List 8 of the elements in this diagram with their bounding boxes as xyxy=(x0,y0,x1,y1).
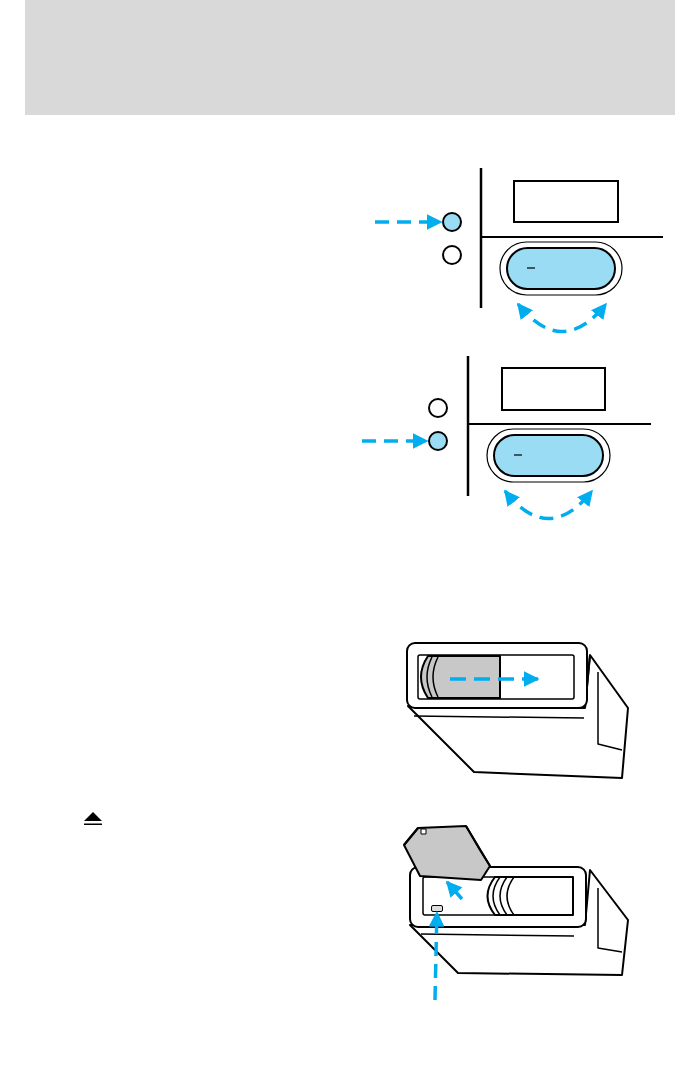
arrow xyxy=(428,910,445,1001)
indicator-light xyxy=(428,398,448,418)
indicator-light xyxy=(442,212,462,232)
eject-button xyxy=(431,904,443,912)
arrow xyxy=(362,433,429,449)
arrow xyxy=(375,214,443,230)
indicator-light xyxy=(442,245,462,265)
indicator-light xyxy=(428,431,448,451)
